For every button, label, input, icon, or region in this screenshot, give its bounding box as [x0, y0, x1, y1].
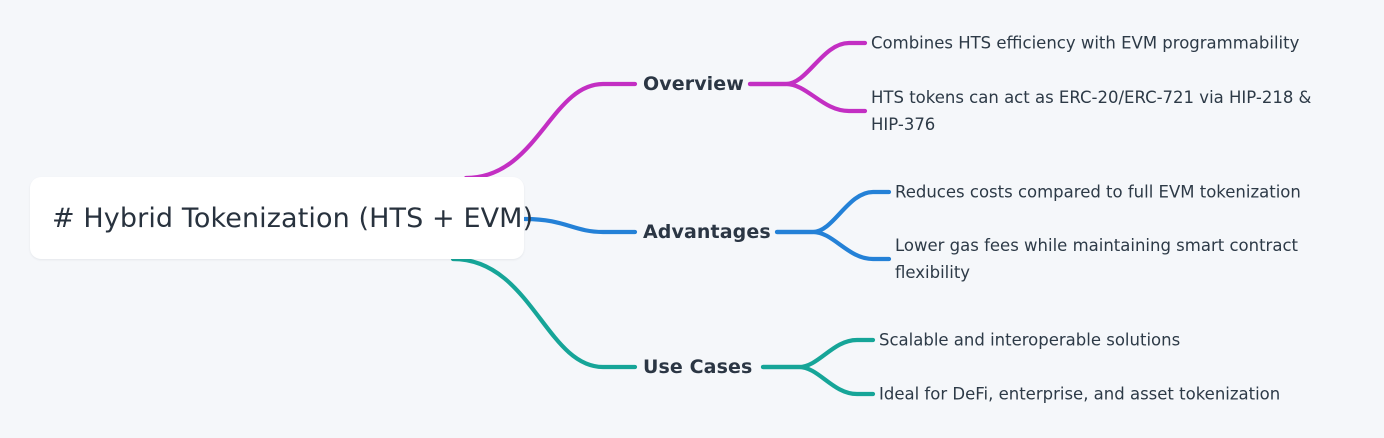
branch-node-advantages[interactable]: Advantages	[643, 219, 771, 245]
connector-line	[774, 189, 892, 235]
connector-line	[450, 256, 638, 370]
connector-line	[747, 40, 868, 87]
leaf-node-text: Combines HTS efficiency with EVM program…	[871, 33, 1300, 53]
branch-label: Advantages	[643, 221, 771, 243]
branch-node-overview[interactable]: Overview	[643, 71, 744, 97]
connector-line	[760, 364, 876, 397]
leaf-node-overview-leaf-2[interactable]: HTS tokens can act as ERC-20/ERC-721 via…	[871, 84, 1311, 138]
leaf-node-text: Lower gas fees while maintaining smart c…	[895, 236, 1298, 255]
leaf-node-text: flexibility	[895, 263, 971, 282]
connector-line	[522, 216, 638, 235]
root-node-label: # Hybrid Tokenization (HTS + EVM)	[52, 202, 534, 234]
connector-line	[463, 81, 638, 181]
branch-label: Overview	[643, 73, 744, 95]
leaf-node-text: Scalable and interoperable solutions	[879, 330, 1181, 350]
connector-line	[747, 81, 868, 114]
leaf-node-use-cases-leaf-1[interactable]: Scalable and interoperable solutions	[879, 327, 1180, 354]
leaf-node-use-cases-leaf-2[interactable]: Ideal for DeFi, enterprise, and asset to…	[879, 381, 1280, 408]
leaf-node-text: HTS tokens can act as ERC-20/ERC-721 via…	[871, 88, 1312, 107]
branch-node-use-cases[interactable]: Use Cases	[643, 354, 752, 380]
root-node[interactable]: # Hybrid Tokenization (HTS + EVM)	[30, 177, 533, 259]
leaf-node-text: HIP-376	[871, 115, 936, 134]
leaf-node-advantages-leaf-2[interactable]: Lower gas fees while maintaining smart c…	[895, 232, 1298, 286]
leaf-node-overview-leaf-1[interactable]: Combines HTS efficiency with EVM program…	[871, 30, 1299, 57]
leaf-node-advantages-leaf-1[interactable]: Reduces costs compared to full EVM token…	[895, 179, 1301, 206]
leaf-node-text: Reduces costs compared to full EVM token…	[895, 182, 1301, 202]
branch-label: Use Cases	[643, 356, 753, 378]
leaf-node-text: Ideal for DeFi, enterprise, and asset to…	[879, 384, 1281, 404]
connector-line	[760, 337, 876, 370]
connector-line	[774, 229, 892, 262]
